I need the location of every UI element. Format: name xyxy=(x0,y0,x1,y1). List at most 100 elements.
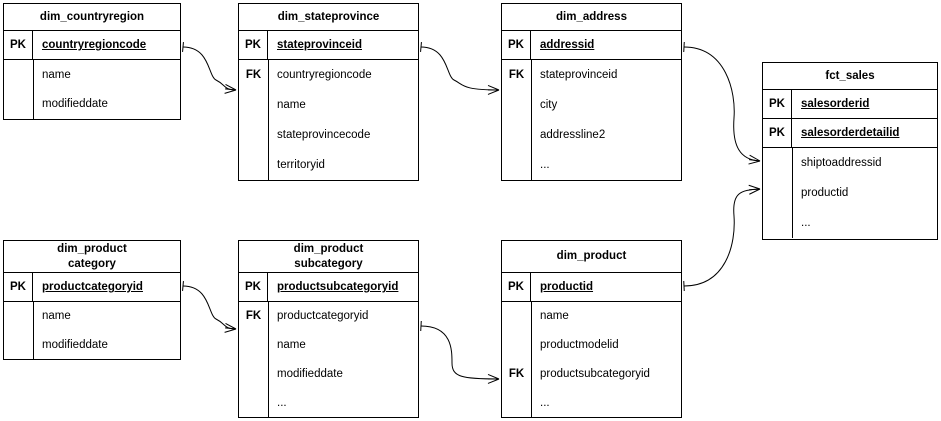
entity-title: dim_product xyxy=(502,241,681,273)
cardinality-many-marker xyxy=(749,159,761,162)
attribute-row[interactable]: shiptoaddressid xyxy=(763,148,937,178)
relationship-rel-productcategory-productsubcategory[interactable] xyxy=(182,280,237,333)
attribute-row[interactable]: modifieddate xyxy=(239,360,418,389)
attribute-row[interactable]: productmodelid xyxy=(502,331,681,360)
relationship-line xyxy=(683,46,761,162)
key-label: FK xyxy=(508,367,525,380)
attribute-row[interactable]: FK productcategoryid xyxy=(239,302,418,331)
attribute-name: name xyxy=(277,339,306,352)
attribute-row[interactable]: name xyxy=(4,302,180,331)
cardinality-many-marker xyxy=(487,84,500,91)
key-label xyxy=(239,120,268,150)
attribute-name: modifieddate xyxy=(42,98,108,111)
key-label: PK xyxy=(4,273,33,301)
attribute-row[interactable]: productid xyxy=(763,178,937,208)
attribute-name: productsubcategoryid xyxy=(540,367,650,380)
entity-title: dim_address xyxy=(502,4,681,31)
attribute-row[interactable]: ... xyxy=(502,150,681,180)
key-label: FK xyxy=(245,310,262,323)
cardinality-many-marker xyxy=(487,378,500,384)
attribute-name: name xyxy=(42,68,71,81)
key-label xyxy=(763,178,792,208)
attribute-name: ... xyxy=(540,396,550,409)
attribute-name: productsubcategoryid xyxy=(277,281,399,293)
cardinality-many-marker xyxy=(748,184,761,190)
cardinality-many-marker xyxy=(225,88,237,91)
attribute-name: productmodelid xyxy=(540,339,619,352)
attribute-name: productcategoryid xyxy=(277,310,369,323)
attribute-row[interactable]: name xyxy=(502,302,681,331)
attribute-name: salesorderid xyxy=(801,98,870,110)
relationship-rel-productsubcategory-product[interactable] xyxy=(420,320,500,384)
column-divider xyxy=(531,60,532,180)
key-label xyxy=(4,90,33,120)
attribute-row[interactable]: addressline2 xyxy=(502,120,681,150)
attribute-name: modifieddate xyxy=(277,367,343,380)
attribute-name: name xyxy=(277,99,306,111)
attribute-name: territoryid xyxy=(277,159,325,171)
attribute-row[interactable]: modifieddate xyxy=(4,331,180,360)
attribute-name: addressid xyxy=(540,39,595,51)
cardinality-many-marker xyxy=(749,188,761,195)
key-label xyxy=(4,302,33,331)
attribute-row[interactable]: ... xyxy=(502,388,681,417)
attribute-row[interactable]: city xyxy=(502,90,681,120)
relationship-line xyxy=(182,46,237,91)
attribute-row[interactable]: ... xyxy=(239,388,418,417)
pk-row[interactable]: PK productcategoryid xyxy=(4,273,180,302)
relationship-rel-product-sales[interactable] xyxy=(683,184,761,292)
cardinality-many-marker xyxy=(225,327,237,330)
attribute-row[interactable]: FK productsubcategoryid xyxy=(502,360,681,389)
cardinality-many-marker xyxy=(749,154,761,162)
attribute-row[interactable]: ... xyxy=(763,208,937,238)
relationship-rel-countryregion-stateprovince[interactable] xyxy=(182,41,237,94)
column-divider xyxy=(792,148,793,238)
attribute-name: ... xyxy=(801,217,811,229)
relationship-line xyxy=(420,46,500,91)
relationship-rel-stateprovince-address[interactable] xyxy=(420,41,500,95)
attribute-name: salesorderdetailid xyxy=(801,127,900,139)
cardinality-many-marker xyxy=(748,160,761,165)
cardinality-many-marker xyxy=(225,322,237,330)
key-label xyxy=(502,120,531,150)
key-label xyxy=(239,388,268,417)
relationship-rel-address-sales[interactable] xyxy=(683,41,761,165)
cardinality-many-marker xyxy=(487,373,500,380)
attribute-name: productcategoryid xyxy=(42,281,143,293)
cardinality-many-marker xyxy=(225,83,237,91)
attribute-row[interactable]: territoryid xyxy=(239,150,418,180)
attribute-row[interactable]: name xyxy=(239,90,418,120)
key-label: PK xyxy=(4,31,33,59)
attribute-row[interactable]: name xyxy=(4,60,180,90)
relationship-line xyxy=(182,285,237,330)
key-label xyxy=(502,90,531,120)
attribute-row[interactable]: name xyxy=(239,331,418,360)
cardinality-one-marker xyxy=(420,320,422,332)
attribute-name: name xyxy=(42,310,71,323)
entity-title: dim_product category xyxy=(4,241,180,273)
key-label xyxy=(502,302,531,331)
key-label xyxy=(4,60,33,90)
attribute-row[interactable]: modifieddate xyxy=(4,90,180,120)
attribute-name: ... xyxy=(277,396,287,409)
attribute-row[interactable]: stateprovincecode xyxy=(239,120,418,150)
